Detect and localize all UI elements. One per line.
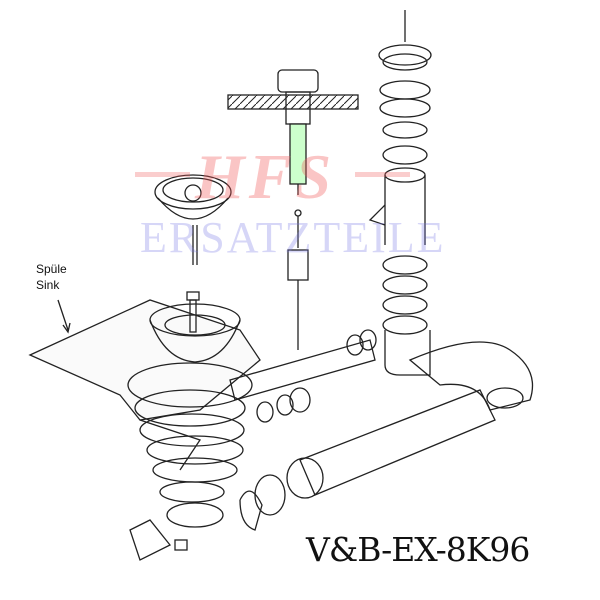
sink-flange	[127, 303, 253, 561]
watermark-line	[355, 172, 410, 177]
basket-strainer	[154, 174, 232, 265]
sink-label-de: Spüle	[36, 262, 67, 276]
watermark-ersatzteile: ERSATZTEILE	[140, 213, 446, 262]
sink-sheet-right	[139, 419, 202, 471]
trap-nut	[486, 387, 524, 409]
tailpipe	[229, 339, 376, 401]
model-code: V&B-EX-8K96	[306, 530, 530, 569]
watermark-line	[135, 172, 190, 177]
sink-label-en: Sink	[36, 278, 60, 292]
trap-elbow	[408, 341, 534, 411]
popup-knob	[227, 69, 359, 350]
sink-arrow	[57, 299, 71, 334]
watermark-hfs: HFS	[195, 141, 336, 212]
bolt	[186, 291, 200, 333]
overflow-pipe	[368, 10, 432, 376]
drain-hose	[299, 389, 496, 496]
